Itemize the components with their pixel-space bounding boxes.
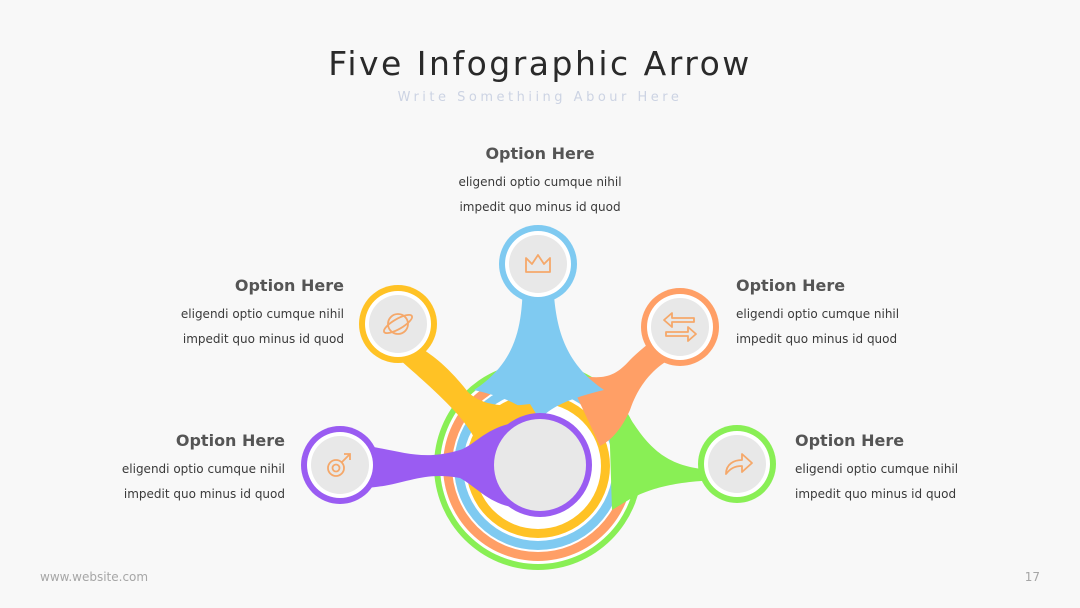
option-line: eligendi optio cumque nihil — [180, 307, 344, 321]
option-upper-left: Option Here eligendi optio cumque nihil … — [84, 274, 344, 352]
footer-website: www.website.com — [40, 570, 149, 584]
option-heading: Option Here — [795, 431, 905, 450]
option-line: eligendi optio cumque nihil — [121, 462, 285, 476]
option-line: eligendi optio cumque nihil — [795, 462, 959, 476]
option-heading: Option Here — [234, 276, 344, 295]
center-hub — [494, 419, 586, 511]
exchange-arrows-icon — [663, 312, 697, 342]
option-line: impedit quo minus id quod — [736, 332, 898, 346]
male-symbol-icon — [327, 453, 351, 477]
option-top: Option Here eligendi optio cumque nihil … — [410, 142, 670, 220]
option-heading: Option Here — [736, 276, 846, 295]
option-lower-left: Option Here eligendi optio cumque nihil … — [25, 429, 285, 507]
planet-icon — [383, 313, 413, 335]
option-heading: Option Here — [485, 144, 595, 163]
option-lower-right: Option Here eligendi optio cumque nihil … — [795, 429, 1055, 507]
option-line: impedit quo minus id quod — [123, 487, 285, 501]
page-number: 17 — [1024, 570, 1040, 584]
option-heading: Option Here — [175, 431, 285, 450]
option-line: eligendi optio cumque nihil — [736, 307, 900, 321]
option-line: impedit quo minus id quod — [182, 332, 344, 346]
option-line: impedit quo minus id quod — [459, 200, 621, 214]
share-arrow-icon — [725, 453, 753, 475]
slide-subtitle: Write Somethiing Abour Here — [397, 90, 683, 105]
option-line: eligendi optio cumque nihil — [458, 175, 622, 189]
slide-title: Five Infographic Arrow — [328, 44, 752, 83]
option-upper-right: Option Here eligendi optio cumque nihil … — [736, 274, 996, 352]
option-line: impedit quo minus id quod — [795, 487, 957, 501]
crown-icon — [525, 254, 551, 273]
